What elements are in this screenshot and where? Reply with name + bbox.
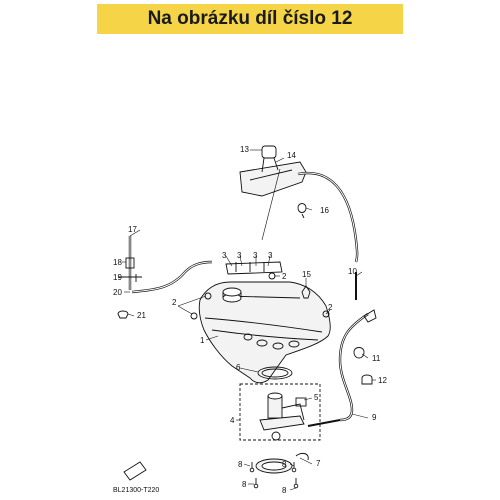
callout-3a: 3: [222, 251, 227, 260]
callout-15: 15: [302, 270, 311, 279]
title-banner: Na obrázku díl číslo 12: [97, 4, 403, 34]
banner-title: Na obrázku díl číslo 12: [147, 8, 353, 29]
callout-2a: 2: [282, 272, 287, 281]
callout-7: 7: [316, 459, 321, 468]
callout-16: 16: [320, 206, 329, 215]
callout-8b: 8: [242, 480, 247, 489]
callout-2b: 2: [172, 298, 177, 307]
clamp-16: [297, 203, 307, 219]
callout-6: 6: [236, 363, 241, 372]
callout-5: 5: [314, 393, 319, 402]
callout-3c: 3: [253, 251, 258, 260]
overflow-hose: [297, 171, 359, 263]
callout-2c: 2: [328, 303, 333, 312]
callout-17: 17: [128, 225, 137, 234]
diagram-code: BL21300-T220: [113, 487, 160, 494]
callout-21: 21: [137, 311, 146, 320]
callout-4: 4: [230, 416, 235, 425]
fuel-pump-box: [239, 383, 321, 441]
callout-20: 20: [113, 288, 122, 297]
fuel-pump: [259, 392, 307, 441]
callout-8d: 8: [282, 486, 287, 495]
callout-8c: 8: [282, 460, 287, 469]
callout-19: 19: [113, 273, 122, 282]
callout-13: 13: [240, 145, 249, 154]
callout-14: 14: [287, 151, 296, 160]
fuel-hose: [338, 313, 369, 422]
callout-9: 9: [372, 413, 377, 422]
callout-1: 1: [200, 336, 205, 345]
callout-11: 11: [372, 354, 381, 363]
top-cover: [239, 145, 307, 197]
callout-8a: 8: [238, 460, 243, 469]
gasket: [257, 366, 293, 380]
fuel-tank: [198, 281, 331, 384]
callout-10: 10: [348, 267, 357, 276]
leader-lines: [118, 149, 376, 491]
callout-18: 18: [113, 258, 122, 267]
callout-3b: 3: [237, 251, 242, 260]
callout-3d: 3: [268, 251, 273, 260]
callout-12: 12: [378, 376, 387, 385]
